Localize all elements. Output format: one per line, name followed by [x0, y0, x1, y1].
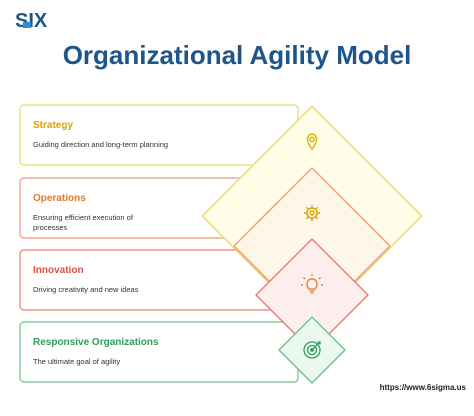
layer-box-frame	[19, 104, 299, 166]
layer-title: Strategy	[33, 120, 73, 131]
layer-title: Operations	[33, 193, 86, 204]
layer-description: Guiding direction and long-term planning	[33, 140, 168, 149]
location-pin-icon	[306, 133, 318, 151]
lightbulb-icon	[301, 274, 323, 294]
gear-icon	[304, 205, 320, 221]
layer-title: Responsive Organizations	[33, 337, 159, 348]
layer-description: Driving creativity and new ideas	[33, 285, 139, 294]
target-icon	[303, 341, 321, 359]
layer-title: Innovation	[33, 265, 84, 276]
six-sigma-logo: SIX	[15, 10, 48, 32]
layer-box-frame	[19, 321, 299, 383]
layer-description: The ultimate goal of agility	[33, 357, 120, 366]
logo-accent	[23, 22, 31, 28]
layer-description: processes	[33, 223, 67, 232]
layer-description: Ensuring efficient execution of	[33, 213, 134, 222]
page-title: Organizational Agility Model	[62, 40, 412, 70]
footer-url: https://www.6sigma.us	[379, 383, 466, 392]
